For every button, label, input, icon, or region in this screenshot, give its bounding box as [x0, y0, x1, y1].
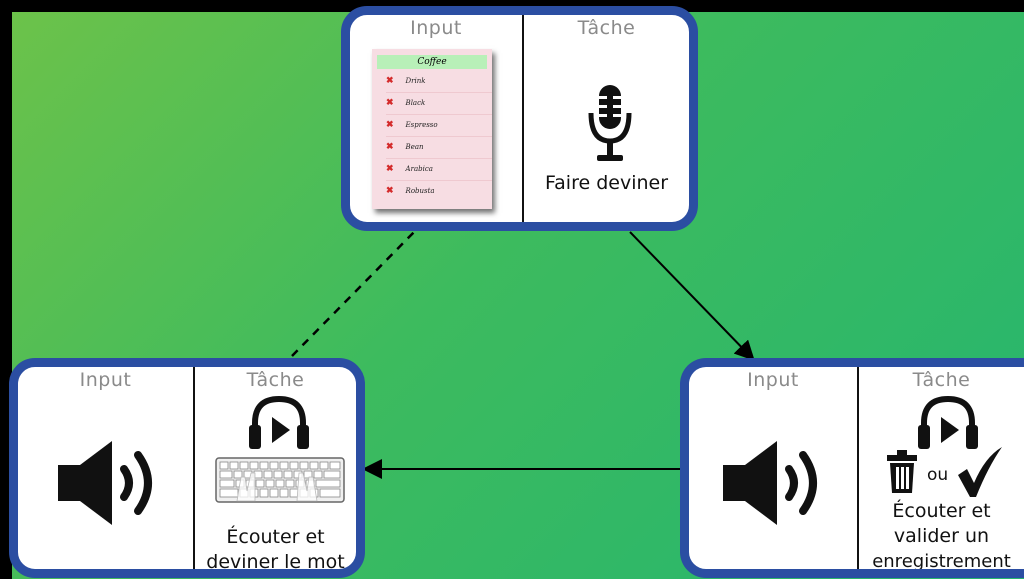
- or-text: ou: [927, 465, 949, 485]
- speaker-icon: [58, 441, 152, 525]
- microphone-icon: [588, 85, 632, 161]
- input-header: Input: [410, 17, 462, 39]
- card-left: Input Tâche: [9, 358, 365, 578]
- headphones-icon: [918, 395, 978, 449]
- headphones-icon: [249, 395, 309, 449]
- task-caption-line-2: deviner le mot: [206, 551, 345, 573]
- list-item: ✖Drink: [386, 71, 492, 93]
- x-icon: ✖: [386, 164, 394, 174]
- card-top-input: Input Coffee ✖Drink ✖Black ✖Espresso ✖Be…: [350, 15, 522, 222]
- list-item: ✖Black: [386, 93, 492, 115]
- card-right-input: Input: [689, 367, 857, 569]
- task-caption-line-2: valider un: [893, 525, 990, 547]
- trash-icon: [887, 450, 917, 493]
- task-header: Tâche: [246, 369, 305, 391]
- card-right: Input Tâche ou Écouter et vali: [680, 358, 1024, 578]
- task-caption-line-1: Écouter et: [226, 526, 325, 548]
- list-item: ✖Arabica: [386, 159, 492, 181]
- checkmark-icon: [958, 447, 1002, 497]
- task-caption: Faire deviner: [544, 172, 669, 194]
- speaker-icon: [723, 441, 817, 525]
- keyboard-icon: [215, 457, 345, 503]
- coffee-word-list: Coffee ✖Drink ✖Black ✖Espresso ✖Bean ✖Ar…: [372, 49, 492, 209]
- x-icon: ✖: [386, 76, 394, 86]
- task-caption-line-3: enregistrement: [872, 551, 1011, 572]
- card-top: Input Coffee ✖Drink ✖Black ✖Espresso ✖Be…: [341, 6, 698, 231]
- task-header: Tâche: [577, 17, 636, 39]
- list-item: ✖Robusta: [386, 186, 435, 196]
- dashed-left-to-top: [291, 227, 419, 357]
- card-divider: [193, 367, 195, 569]
- x-icon: ✖: [386, 98, 394, 108]
- input-header: Input: [747, 369, 799, 391]
- card-right-task: Tâche ou Écouter et valider un enregistr…: [859, 367, 1024, 569]
- x-icon: ✖: [386, 142, 394, 152]
- task-caption-line-1: Écouter et: [892, 500, 991, 522]
- x-icon: ✖: [386, 186, 394, 196]
- arrow-top-to-right: [629, 231, 755, 361]
- input-header: Input: [79, 369, 132, 391]
- list-item: ✖Espresso: [386, 115, 492, 137]
- card-divider: [522, 15, 524, 222]
- card-divider: [857, 367, 859, 569]
- list-item: ✖Bean: [386, 137, 492, 159]
- coffee-list-title: Coffee: [377, 55, 487, 69]
- task-header: Tâche: [912, 369, 971, 391]
- card-top-task: Tâche Faire deviner: [524, 15, 689, 222]
- card-left-task: Tâche Écouter et deviner le mot: [195, 367, 356, 569]
- card-left-input: Input: [18, 367, 193, 569]
- x-icon: ✖: [386, 120, 394, 130]
